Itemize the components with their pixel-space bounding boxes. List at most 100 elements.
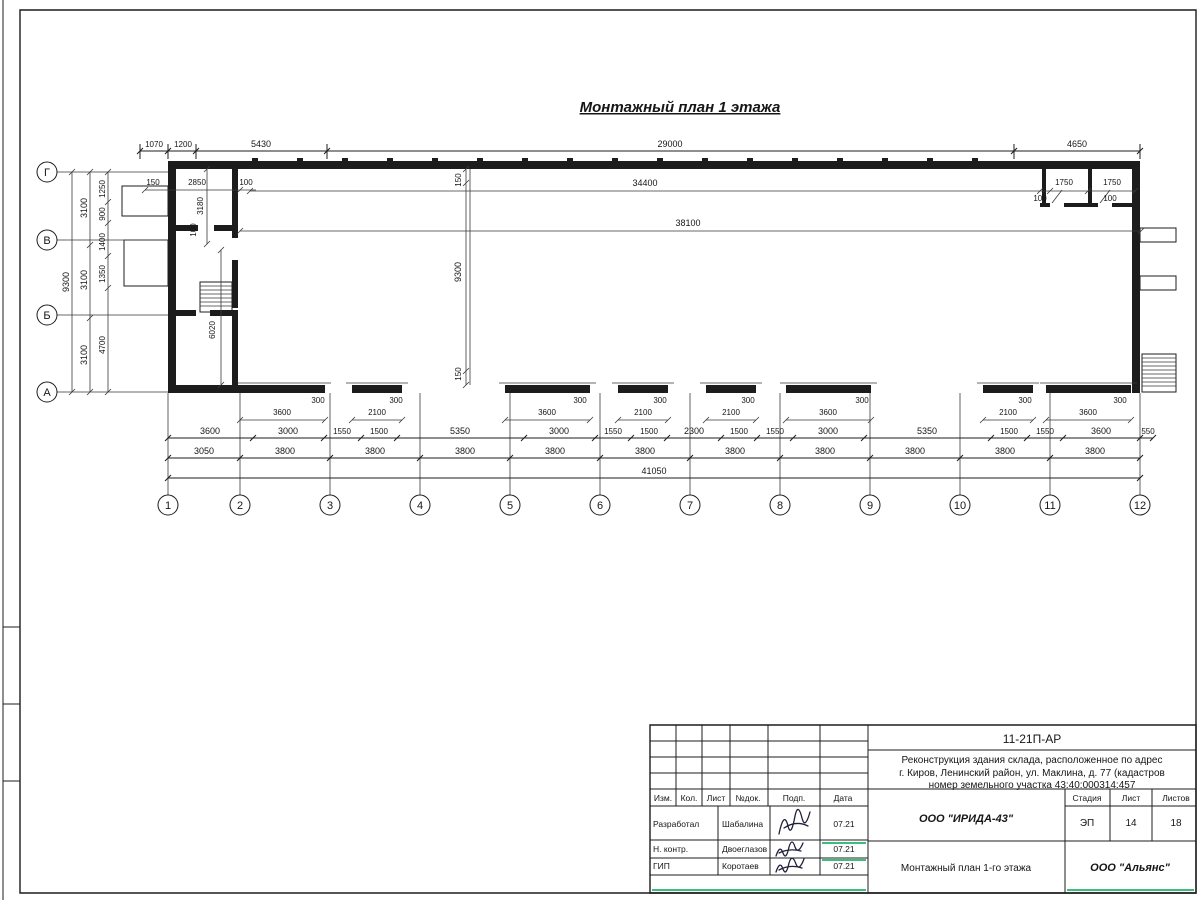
dim-label: 150	[146, 178, 160, 187]
dim-label: 3600	[273, 408, 291, 417]
dim-label: 150	[454, 367, 463, 381]
stair-treads	[1142, 357, 1176, 387]
pier	[1046, 385, 1131, 393]
wall-left	[168, 161, 176, 393]
dim-label: 150	[454, 173, 463, 187]
column-header: Лист	[707, 793, 726, 803]
dim-line-3180	[203, 165, 211, 248]
dim-label: 3800	[365, 446, 385, 456]
dim-label: 100	[1033, 194, 1047, 203]
dim-label: 300	[653, 396, 667, 405]
dim-line-row3	[164, 474, 1144, 482]
title-block: 11-21П-АР Реконструкция здания склада, р…	[649, 724, 1197, 894]
dim-label: 1250	[98, 180, 107, 198]
axis-col-label: 2	[237, 500, 243, 512]
title-block-grid	[650, 725, 1196, 893]
dim-label: 300	[573, 396, 587, 405]
dim-label: 38100	[675, 218, 700, 228]
dim-label: 3050	[194, 446, 214, 456]
wall-room-right	[1088, 161, 1092, 207]
dim-label: 1750	[1103, 178, 1121, 187]
axis-circle-col	[1129, 494, 1151, 516]
column-header: Изм.	[654, 793, 672, 803]
dim-label: 300	[741, 396, 755, 405]
project-line: Реконструкция здания склада, расположенн…	[902, 755, 1163, 766]
column-header: Подп.	[783, 793, 806, 803]
dim-label: 1750	[1055, 178, 1073, 187]
dim-label: 3100	[79, 270, 89, 290]
row-name: Коротаев	[722, 861, 759, 871]
axis-circle-col	[1039, 494, 1061, 516]
frame-margin-ticks	[3, 626, 20, 782]
floor-plan: 1070 1200 5430 29000 4650 150 2850 100 3…	[36, 139, 1177, 516]
dim-label: 3600	[819, 408, 837, 417]
axis-col-label: 3	[327, 500, 333, 512]
dim-lines-piers	[236, 416, 1135, 424]
column-header: Кол.	[681, 793, 698, 803]
dim-label: 29000	[657, 139, 682, 149]
dim-label: 2300	[684, 426, 704, 436]
dim-line-center	[462, 165, 470, 389]
wall-corridor	[232, 260, 238, 308]
dim-label: 300	[1113, 396, 1127, 405]
dim-label: 300	[855, 396, 869, 405]
dim-label: 3600	[538, 408, 556, 417]
dim-label: 5430	[251, 139, 271, 149]
dim-label: 3800	[545, 446, 565, 456]
row-date: 07.21	[833, 861, 855, 871]
row-role: ГИП	[653, 861, 670, 871]
dim-label-total: 41050	[641, 466, 666, 476]
dim-label: 3800	[815, 446, 835, 456]
row-date: 07.21	[833, 844, 855, 854]
doc-number: 11-21П-АР	[1003, 732, 1061, 746]
dim-label: 1070	[145, 140, 163, 149]
dim-label: 3800	[905, 446, 925, 456]
dim-label: 9300	[61, 272, 71, 292]
wall-room-right	[1112, 203, 1132, 207]
dim-label: 2100	[999, 408, 1017, 417]
walls	[168, 161, 1140, 393]
axis-col-label: 6	[597, 500, 603, 512]
dim-label: 100	[239, 178, 253, 187]
exterior-platforms	[121, 185, 1177, 291]
dim-label: 3000	[278, 426, 298, 436]
axis-circle-row	[36, 229, 58, 251]
dim-label: 2850	[188, 178, 206, 187]
dim-label: 900	[98, 207, 107, 221]
pier	[983, 385, 1033, 393]
title-block-border	[649, 724, 1197, 894]
sheets-header: Листов	[1162, 793, 1190, 803]
platform-right-top	[1139, 227, 1177, 243]
pier	[240, 385, 325, 393]
org-designer: ООО "ИРИДА-43"	[919, 813, 1014, 825]
column-header: №док.	[736, 793, 761, 803]
dim-label: 5350	[450, 426, 470, 436]
wall-corridor	[232, 316, 238, 385]
axis-circle-col	[409, 494, 431, 516]
dim-label: 3600	[1079, 408, 1097, 417]
axis-circle-col	[589, 494, 611, 516]
dim-label: 3800	[635, 446, 655, 456]
axis-circle-col	[769, 494, 791, 516]
axis-circle-col	[157, 494, 179, 516]
wall-top	[168, 161, 1140, 169]
dim-label: 3800	[995, 446, 1015, 456]
dim-label: 1550	[333, 427, 351, 436]
wall-partition	[168, 225, 198, 231]
dimension-lines	[68, 144, 1157, 482]
platform-left-top	[121, 185, 169, 217]
dim-label: 1550	[766, 427, 784, 436]
dim-line-38100	[236, 227, 1145, 235]
dim-label: 3000	[549, 426, 569, 436]
sheet-header: Лист	[1122, 793, 1141, 803]
stair-outline	[199, 281, 233, 313]
wall-room-right	[1064, 203, 1098, 207]
dim-label: 1550	[1036, 427, 1054, 436]
org-client: ООО "Альянс"	[1090, 862, 1170, 874]
platform-right-bottom	[1139, 275, 1177, 291]
dim-label: 3800	[725, 446, 745, 456]
signature	[778, 808, 811, 835]
drawing-name: Монтажный план 1-го этажа	[901, 863, 1032, 874]
axis-circle-row	[36, 304, 58, 326]
